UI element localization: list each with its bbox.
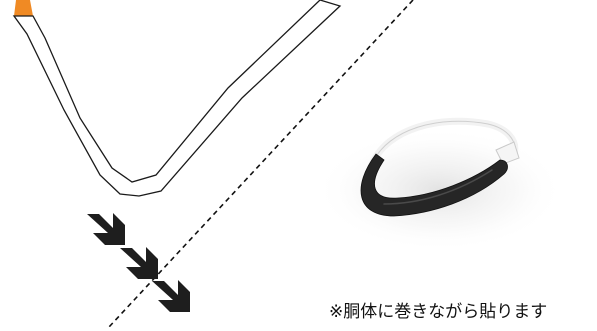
chevron-down-right-icon — [87, 213, 125, 245]
paper-strip-outline — [12, 0, 342, 197]
dashed-fold-line — [108, 0, 414, 328]
chevron-down-right-icon — [152, 280, 190, 312]
instruction-note: ※胴体に巻きながら貼ります — [329, 302, 548, 322]
glue-tab — [14, 0, 33, 17]
chevron-down-right-icon — [120, 247, 158, 279]
direction-arrows — [87, 213, 190, 312]
paper-ring-photo — [315, 117, 565, 252]
